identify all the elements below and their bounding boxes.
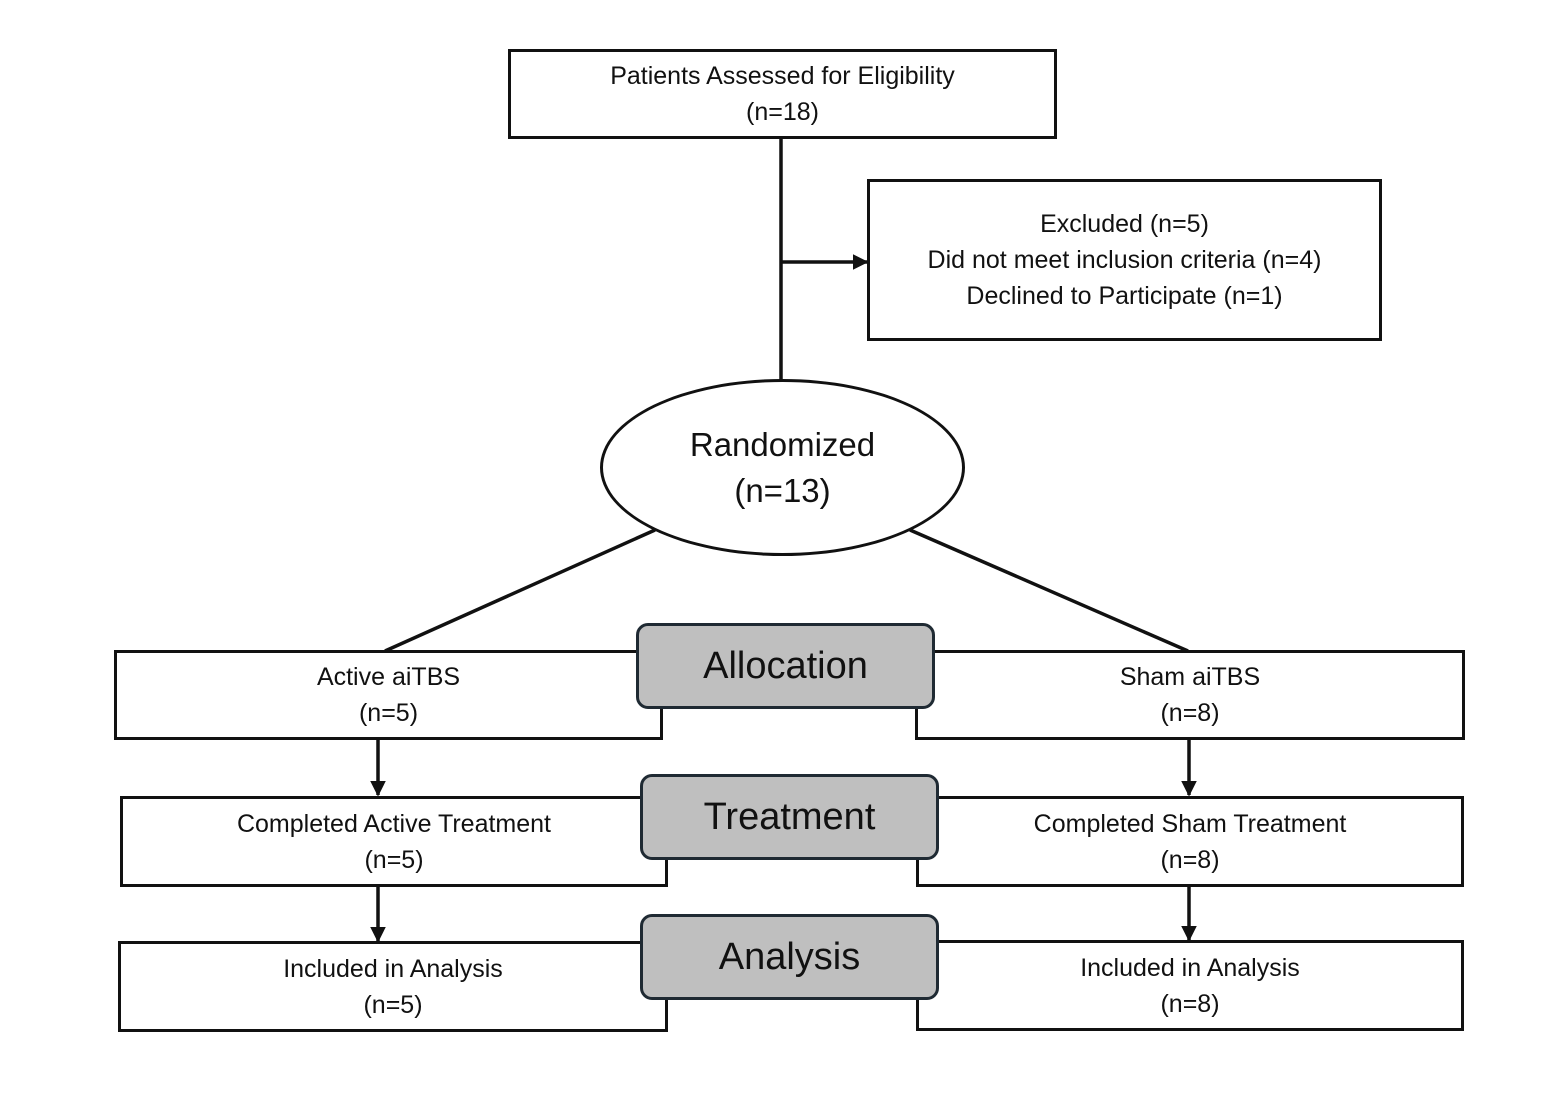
sham-analysis-box: Included in Analysis (n=8) [916, 940, 1464, 1031]
treatment-stage-label: Treatment [640, 774, 939, 860]
assessed-box: Patients Assessed for Eligibility (n=18) [508, 49, 1057, 139]
excluded-box: Excluded (n=5) Did not meet inclusion cr… [867, 179, 1382, 341]
sham-treatment-count: (n=8) [1160, 845, 1220, 874]
assessed-count: (n=18) [746, 98, 819, 126]
allocation-stage-label: Allocation [636, 623, 935, 709]
active-treatment-box: Completed Active Treatment (n=5) [120, 796, 668, 887]
active-analysis-title: Included in Analysis [283, 954, 503, 983]
analysis-stage-label: Analysis [640, 914, 939, 1000]
excluded-reason-declined: Declined to Participate (n=1) [966, 282, 1283, 310]
sham-treatment-title: Completed Sham Treatment [1033, 809, 1347, 838]
sham-allocation-title: Sham aiTBS [1119, 663, 1261, 691]
active-allocation-box: Active aiTBS (n=5) [114, 650, 663, 740]
excluded-reason-inclusion: Did not meet inclusion criteria (n=4) [927, 246, 1322, 274]
assessed-title: Patients Assessed for Eligibility [610, 62, 955, 90]
active-treatment-title: Completed Active Treatment [236, 809, 552, 838]
active-analysis-box: Included in Analysis (n=5) [118, 941, 668, 1032]
sham-allocation-box: Sham aiTBS (n=8) [915, 650, 1465, 740]
active-analysis-count: (n=5) [363, 990, 423, 1019]
active-allocation-count: (n=5) [358, 699, 419, 727]
active-treatment-count: (n=5) [364, 845, 424, 874]
randomized-title: Randomized [689, 425, 876, 463]
sham-treatment-box: Completed Sham Treatment (n=8) [916, 796, 1464, 887]
randomized-to-active-line [384, 528, 656, 653]
sham-allocation-count: (n=8) [1160, 699, 1220, 727]
sham-analysis-title: Included in Analysis [1080, 953, 1300, 982]
randomized-to-sham-line [909, 528, 1189, 653]
randomized-count: (n=13) [734, 471, 831, 509]
sham-analysis-count: (n=8) [1160, 989, 1220, 1018]
excluded-title: Excluded (n=5) [1040, 210, 1209, 238]
randomized-oval: Randomized (n=13) [600, 379, 965, 556]
active-allocation-title: Active aiTBS [316, 663, 461, 691]
